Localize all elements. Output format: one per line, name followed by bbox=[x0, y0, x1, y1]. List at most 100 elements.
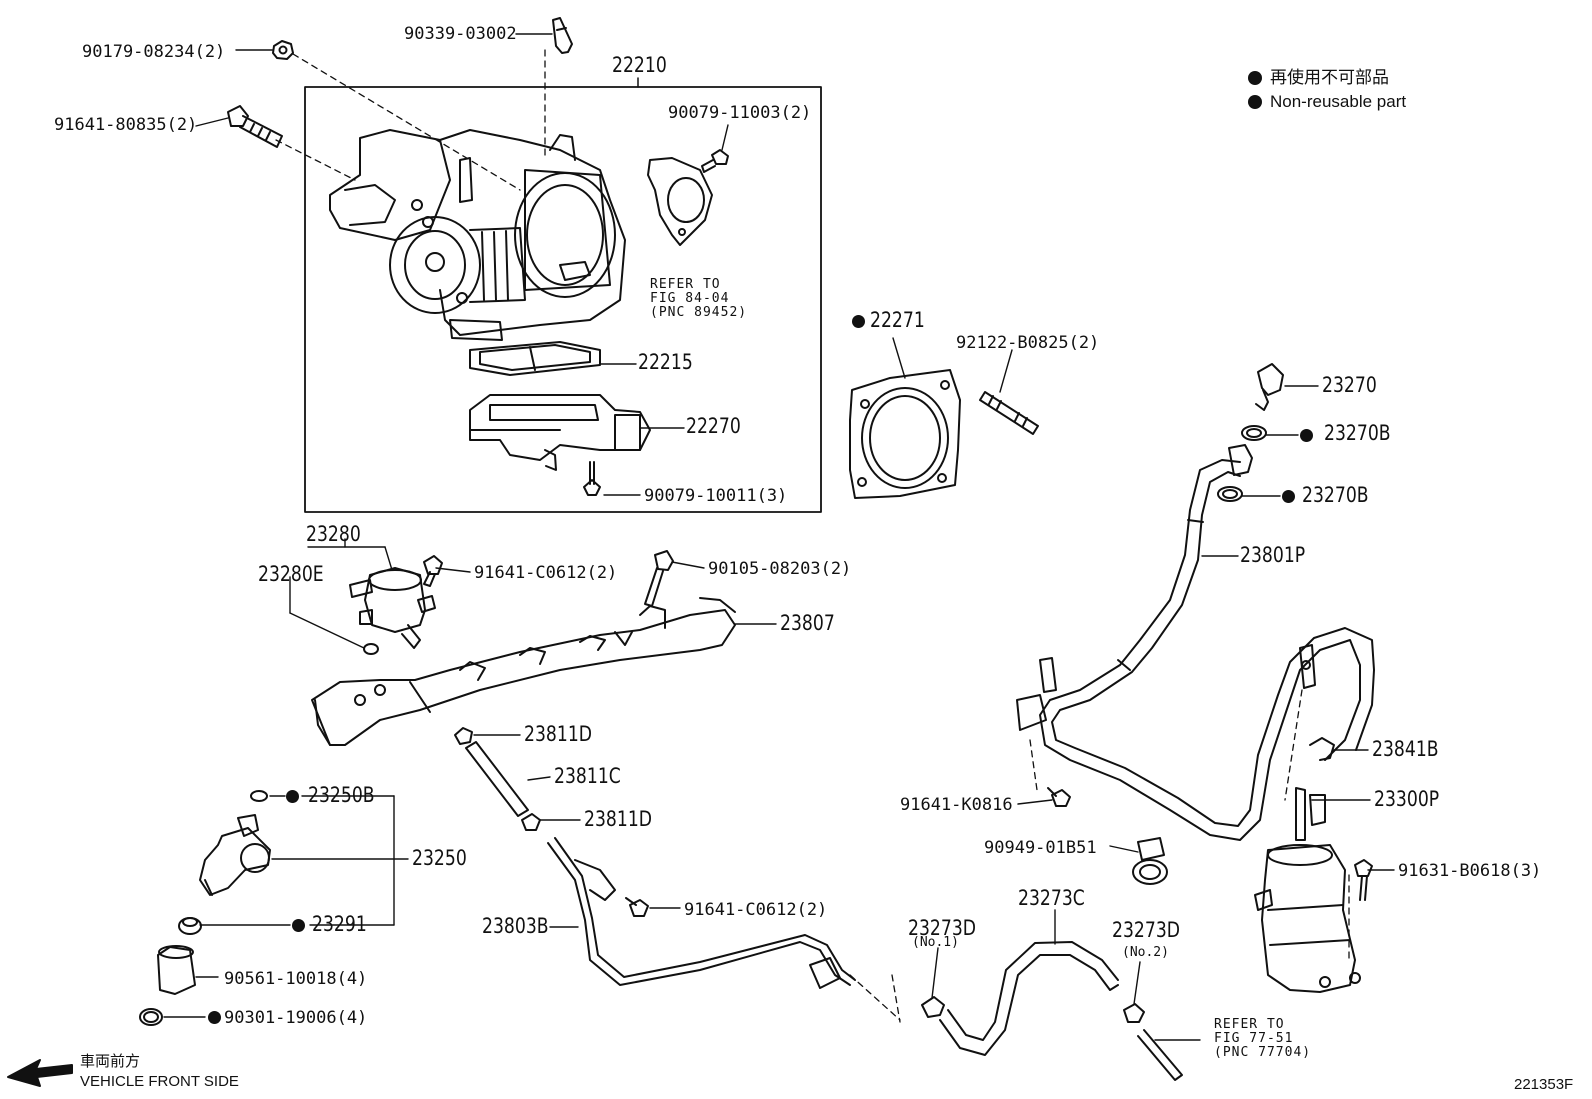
part-label-23273d-no2-sub: (No.2) bbox=[1122, 945, 1169, 960]
fitting-23270 bbox=[1255, 363, 1284, 411]
part-label-92122: 92122-B0825(2) bbox=[956, 333, 1100, 353]
non-reusable-bullet-icon bbox=[1248, 95, 1262, 109]
part-label-23270b-upper: 23270B bbox=[1324, 421, 1391, 445]
bolt-90105-08203 bbox=[644, 550, 674, 607]
part-label-23270: 23270 bbox=[1322, 373, 1377, 397]
vehicle-front-english: VEHICLE FRONT SIDE bbox=[80, 1073, 239, 1090]
pipe-to-fig-77-51 bbox=[1137, 1029, 1183, 1081]
gasket-22215 bbox=[469, 341, 601, 376]
bolt-91641-c0612-lower bbox=[625, 897, 649, 917]
part-label-22270: 22270 bbox=[686, 414, 741, 438]
part-label-90301: 90301-19006(4) bbox=[224, 1008, 368, 1028]
part-label-23291: 23291 bbox=[312, 912, 367, 936]
nut-90179 bbox=[272, 40, 294, 60]
insulator-23291 bbox=[178, 917, 202, 935]
part-label-23803b: 23803B bbox=[482, 914, 549, 938]
clamp-23811d-lower bbox=[521, 813, 541, 831]
vehicle-front-arrow bbox=[7, 1059, 73, 1087]
stud-92122 bbox=[979, 391, 1039, 435]
bolt-91641-80835 bbox=[227, 105, 283, 148]
legend: 再使用不可部品 Non-reusable part bbox=[1248, 66, 1406, 114]
part-label-91641-c0612-upper: 91641-C0612(2) bbox=[474, 563, 618, 583]
part-label-23280: 23280 bbox=[306, 522, 361, 546]
part-label-90079-10011: 90079-10011(3) bbox=[644, 486, 788, 506]
fuel-hose-23801p bbox=[1016, 444, 1375, 841]
legend-english: Non-reusable part bbox=[1270, 92, 1407, 111]
refer-note-line: REFER TO bbox=[1214, 1017, 1285, 1032]
part-label-91641-k0816: 91641-K0816 bbox=[900, 795, 1013, 815]
non-reusable-marker-icon bbox=[292, 919, 305, 932]
part-label-23273d-no1: 23273D bbox=[908, 916, 977, 940]
refer-note-line: (PNC 89452) bbox=[650, 305, 748, 320]
figure-id: 221353F bbox=[1514, 1076, 1574, 1093]
o-ring-23280e bbox=[363, 643, 379, 655]
part-label-23300p: 23300P bbox=[1374, 787, 1440, 811]
throttle-sensor-ref bbox=[647, 157, 713, 246]
part-label-90105: 90105-08203(2) bbox=[708, 559, 852, 579]
non-reusable-marker-icon bbox=[852, 315, 865, 328]
part-label-23801p: 23801P bbox=[1240, 543, 1306, 567]
non-reusable-marker-icon bbox=[208, 1011, 221, 1024]
non-reusable-marker-icon bbox=[1300, 429, 1313, 442]
part-label-90339: 90339-03002 bbox=[404, 24, 517, 44]
insulator-90561 bbox=[157, 945, 196, 995]
hose-clamp-23273d-no1 bbox=[921, 996, 945, 1018]
hose-clamp-23273d-no2 bbox=[1123, 1003, 1145, 1023]
gasket-23270b-lower bbox=[1217, 486, 1243, 502]
gasket-22271 bbox=[849, 369, 961, 499]
leader-lines bbox=[163, 33, 1395, 1041]
non-reusable-marker-icon bbox=[1282, 490, 1295, 503]
part-label-90079-11003: 90079-11003(2) bbox=[668, 103, 812, 123]
part-label-91641-c0612-lower: 91641-C0612(2) bbox=[684, 900, 828, 920]
o-ring-90301 bbox=[139, 1008, 163, 1026]
refer-note-line: (PNC 77704) bbox=[1214, 1045, 1312, 1060]
part-label-22215: 22215 bbox=[638, 350, 693, 374]
clamp-90949 bbox=[1132, 837, 1168, 885]
clamp-23811d-upper bbox=[454, 727, 473, 745]
refer-note-line: FIG 84-04 bbox=[650, 291, 730, 306]
non-reusable-bullet-icon bbox=[1248, 71, 1262, 85]
pressure-regulator-23280 bbox=[349, 567, 436, 649]
part-label-23807: 23807 bbox=[780, 611, 835, 635]
sensor-90339 bbox=[552, 17, 573, 54]
non-reusable-marker-icon bbox=[286, 790, 299, 803]
bolt-91641-c0612-upper bbox=[423, 555, 443, 587]
refer-note-84-04: REFER TO FIG 84-04 (PNC 89452) bbox=[650, 278, 747, 320]
part-label-23811d-lower: 23811D bbox=[584, 807, 653, 831]
gasket-23270b-upper bbox=[1241, 425, 1267, 441]
hose-23273c bbox=[939, 941, 1119, 1056]
part-label-23811d-upper: 23811D bbox=[524, 722, 593, 746]
clip-23841b bbox=[1309, 737, 1335, 761]
throttle-body-group-box bbox=[304, 86, 822, 513]
tube-23811c bbox=[465, 741, 529, 817]
isc-valve-22270 bbox=[469, 394, 651, 471]
refer-note-77-51: REFER TO FIG 77-51 (PNC 77704) bbox=[1214, 1018, 1311, 1060]
part-label-23280e: 23280E bbox=[258, 562, 324, 586]
bolt-91641-k0816 bbox=[1047, 787, 1071, 807]
part-label-23273d-no1-sub: (No.1) bbox=[912, 935, 959, 950]
alignment-lines bbox=[275, 49, 1350, 1023]
part-label-91641-80835: 91641-80835(2) bbox=[54, 115, 198, 135]
part-label-22210: 22210 bbox=[612, 53, 667, 77]
bolt-90079-11003 bbox=[701, 149, 729, 173]
screw-90079-10011 bbox=[583, 461, 601, 496]
fuel-rail-23807 bbox=[311, 597, 736, 746]
injector-23250 bbox=[199, 814, 271, 896]
bolt-91631 bbox=[1354, 859, 1373, 901]
part-label-90179: 90179-08234(2) bbox=[82, 42, 226, 62]
vehicle-front-japanese: 車両前方 bbox=[80, 1053, 141, 1070]
part-label-91631: 91631-B0618(3) bbox=[1398, 861, 1542, 881]
part-label-23250b: 23250B bbox=[308, 783, 375, 807]
vehicle-front-caption: 車両前方 VEHICLE FRONT SIDE bbox=[80, 1052, 239, 1092]
part-label-22271: 22271 bbox=[870, 308, 925, 332]
throttle-body-22210 bbox=[329, 129, 626, 341]
o-ring-23250b bbox=[250, 790, 268, 802]
refer-note-line: FIG 77-51 bbox=[1214, 1031, 1294, 1046]
part-label-23270b-lower: 23270B bbox=[1302, 483, 1369, 507]
part-label-90949: 90949-01B51 bbox=[984, 838, 1097, 858]
part-label-23811c: 23811C bbox=[554, 764, 621, 788]
part-label-90561: 90561-10018(4) bbox=[224, 969, 368, 989]
part-label-23250: 23250 bbox=[412, 846, 467, 870]
